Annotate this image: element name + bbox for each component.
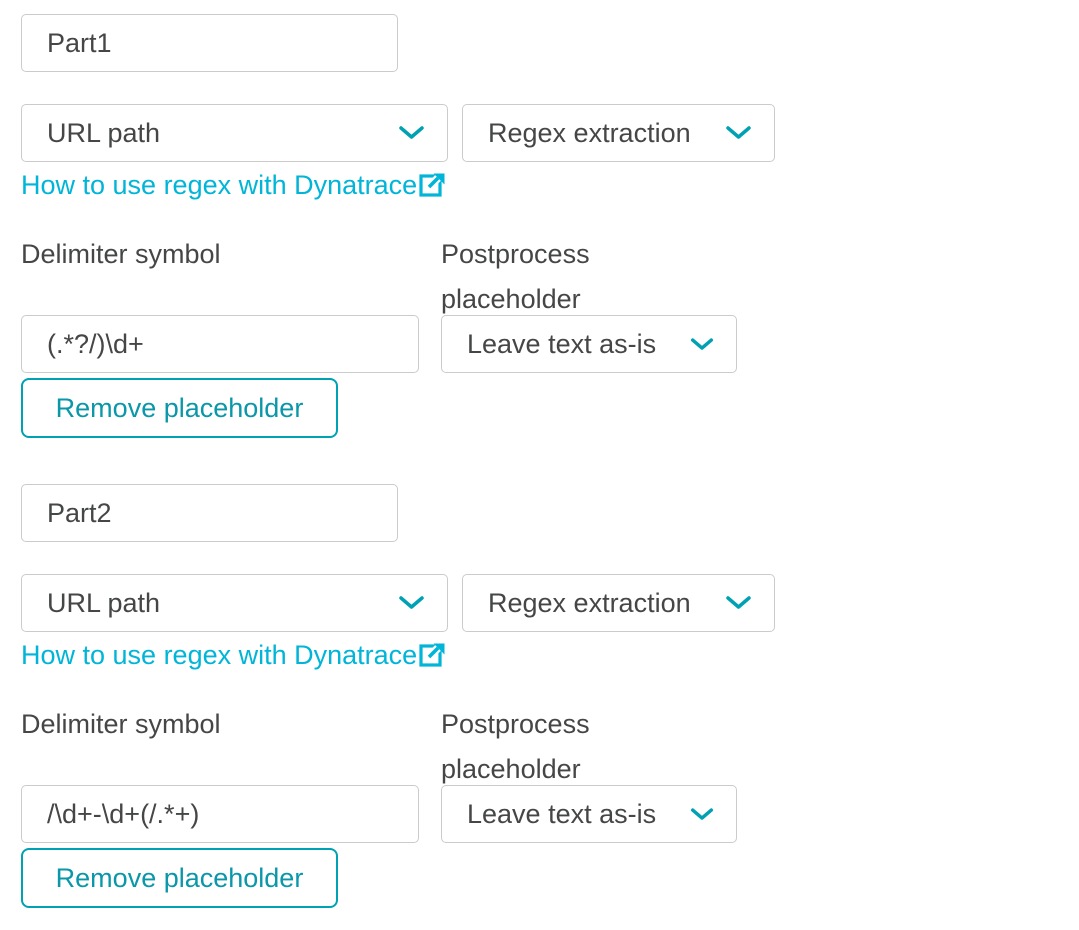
source-select-value: URL path [47,587,161,618]
extraction-method-select[interactable]: Regex extraction [462,574,775,632]
remove-placeholder-button-label: Remove placeholder [55,862,304,893]
regex-help-link-label: How to use regex with Dynatrace [21,170,418,200]
postprocess-select[interactable]: Leave text as-is [441,785,737,843]
delimiter-symbol-label: Delimiter symbol [21,709,221,739]
regex-help-link[interactable]: How to use regex with Dynatrace [21,170,445,200]
placeholder-section: URL path Regex extraction How to use reg… [0,14,1079,484]
placeholder-name-input[interactable] [21,484,398,542]
postprocess-placeholder-label: Postprocess placeholder [441,709,590,784]
external-link-icon [419,173,445,197]
remove-placeholder-button[interactable]: Remove placeholder [21,848,338,908]
chevron-down-icon [690,337,714,350]
remove-placeholder-button-label: Remove placeholder [55,392,304,423]
postprocess-select[interactable]: Leave text as-is [441,315,737,373]
delimiter-symbol-label: Delimiter symbol [21,239,221,269]
source-select-value: URL path [47,117,161,148]
source-select[interactable]: URL path [21,104,448,162]
postprocess-placeholder-label: Postprocess placeholder [441,239,590,314]
chevron-down-icon [399,126,424,139]
placeholder-section: URL path Regex extraction How to use reg… [0,484,1079,930]
postprocess-select-value: Leave text as-is [467,328,657,359]
external-link-icon [419,643,445,667]
postprocess-select-value: Leave text as-is [467,798,657,829]
source-select[interactable]: URL path [21,574,448,632]
chevron-down-icon [726,126,751,139]
extraction-method-select-value: Regex extraction [488,117,691,148]
chevron-down-icon [690,807,714,820]
chevron-down-icon [726,596,751,609]
extraction-method-select-value: Regex extraction [488,587,691,618]
extraction-method-select[interactable]: Regex extraction [462,104,775,162]
delimiter-symbol-input[interactable] [21,315,419,373]
remove-placeholder-button[interactable]: Remove placeholder [21,378,338,438]
placeholder-name-input[interactable] [21,14,398,72]
regex-help-link-label: How to use regex with Dynatrace [21,640,418,670]
delimiter-symbol-input[interactable] [21,785,419,843]
regex-help-link[interactable]: How to use regex with Dynatrace [21,640,445,670]
chevron-down-icon [399,596,424,609]
